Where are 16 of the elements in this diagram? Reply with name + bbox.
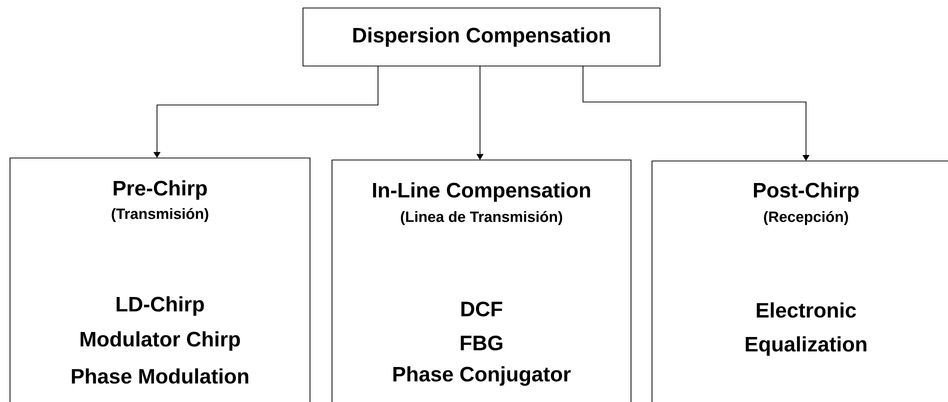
heading-text: In-Line Compensation [373, 182, 590, 202]
subtitle-text: (Recepción) [764, 210, 848, 226]
item-text: Phase Modulation [72, 368, 248, 384]
item-text: Equalization [746, 336, 866, 356]
item-text: DCF [461, 302, 502, 316]
item-text: Electronic [756, 302, 856, 318]
subtitle-text: (Transmisión) [112, 208, 208, 222]
item-text: Phase Conjugator [393, 366, 571, 386]
heading-text: Pre-Chirp [114, 180, 207, 200]
title-text: Dispersion Compensation [353, 27, 610, 47]
item-text: FBG [460, 336, 502, 350]
arrow [582, 66, 810, 161]
subtitle-text: (Linea de Transmisión) [400, 210, 562, 226]
heading-text: Post-Chirp [754, 182, 859, 202]
item-text: LD-Chirp [116, 296, 204, 316]
item-text: Modulator Chirp [80, 331, 240, 351]
